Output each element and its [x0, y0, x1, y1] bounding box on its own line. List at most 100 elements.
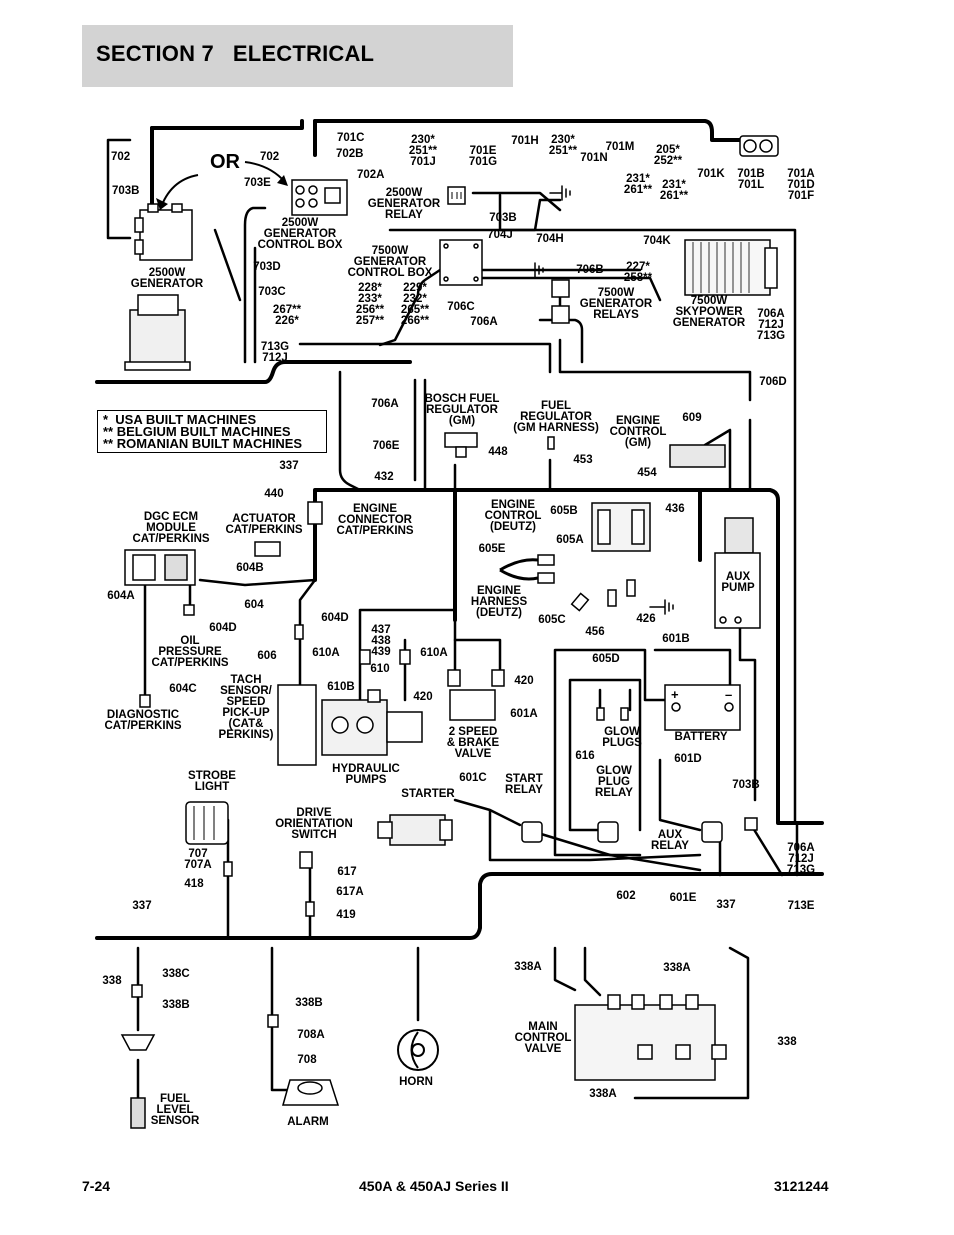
- wire-338b-2: 338B: [295, 997, 323, 1009]
- label-fuel-level-sensor: FUEL LEVEL SENSOR: [150, 1093, 200, 1127]
- wire-702a: 702A: [357, 169, 385, 181]
- or-arrowhead-left: [156, 198, 168, 210]
- legend-line-romania: ** ROMANIAN BUILT MACHINES: [103, 436, 303, 451]
- wire-704k: 704K: [643, 235, 671, 247]
- label-start-relay: START RELAY: [505, 773, 543, 796]
- wire-337-b: 337: [716, 899, 736, 911]
- wire-604a: 604A: [107, 590, 135, 602]
- wire-605d: 605D: [592, 653, 620, 665]
- wire-706d: 706D: [759, 376, 787, 388]
- relay-2500w: [447, 186, 466, 205]
- glow-plug-2: [620, 707, 629, 721]
- wire-610a-2: 610A: [420, 647, 448, 659]
- wire-706a-2: 706A: [371, 398, 399, 410]
- wire-702b: 702B: [336, 148, 364, 160]
- label-engine-control-deutz: ENGINE CONTROL (DEUTZ): [484, 499, 542, 533]
- wire-703c: 703C: [258, 286, 286, 298]
- wire-703d: 703D: [253, 261, 281, 273]
- label-main-control-valve: MAIN CONTROL VALVE: [514, 1021, 572, 1055]
- wire-604b: 604B: [236, 562, 264, 574]
- drive-orientation-switch: [299, 851, 313, 869]
- wire-706b: 706B: [576, 264, 604, 276]
- wire-706c: 706C: [447, 301, 475, 313]
- wire-601c: 601C: [459, 772, 487, 784]
- wire-337: 337: [279, 460, 299, 472]
- strobe-light: [185, 801, 233, 877]
- wire-704j: 704J: [487, 229, 513, 241]
- wire-706a-712j: 706A 712J 713G: [756, 308, 786, 342]
- label-engine-harness: ENGINE HARNESS (DEUTZ): [470, 585, 528, 619]
- wire-606: 606: [257, 650, 277, 662]
- wire-617: 617: [337, 866, 357, 878]
- footer-doc-number: 3121244: [774, 1178, 829, 1194]
- wire-231-b: 231* 261**: [659, 179, 689, 202]
- switch-connector: [305, 901, 315, 917]
- starter-motor: [377, 814, 453, 846]
- wire-701n: 701N: [580, 152, 608, 164]
- wire-701k: 701K: [697, 168, 725, 180]
- legend-line-usa: * USA BUILT MACHINES: [103, 412, 257, 427]
- section-header: SECTION 7 ELECTRICAL: [82, 25, 513, 87]
- wire-227: 227* 258**: [623, 261, 653, 284]
- label-aux-pump: AUX PUMP: [721, 571, 755, 594]
- wire-610: 610: [370, 663, 390, 675]
- label-horn: HORN: [399, 1076, 433, 1088]
- wire-701b: 701B 701L: [737, 168, 765, 191]
- wire-338a: 338A: [514, 961, 542, 973]
- wire-604c: 604C: [169, 683, 197, 695]
- wire-610a: 610A: [312, 647, 340, 659]
- wire-228: 228* 233* 256** 257**: [355, 282, 385, 327]
- wire-601d: 601D: [674, 753, 702, 765]
- wire-708a: 708A: [297, 1029, 325, 1041]
- plug-610a-left: [359, 649, 371, 665]
- ground-symbols: [524, 185, 674, 615]
- wire-338a-3: 338A: [589, 1088, 617, 1100]
- wire-605e: 605E: [478, 543, 506, 555]
- wire-701c: 701C: [337, 132, 365, 144]
- wire-605b: 605B: [550, 505, 578, 517]
- label-battery: BATTERY: [674, 731, 728, 743]
- wire-703b: 703B: [112, 185, 140, 197]
- wire-437-438-439: 437 438 439: [371, 624, 391, 658]
- wire-707: 707 707A: [184, 848, 212, 871]
- or-label: OR: [210, 151, 240, 173]
- wire-338: 338: [102, 975, 122, 987]
- label-starter: STARTER: [401, 788, 455, 800]
- wire-617a: 617A: [336, 886, 364, 898]
- alarm-connector: [267, 1014, 279, 1028]
- aux-pump: [714, 517, 761, 629]
- wire-703e: 703E: [244, 177, 271, 189]
- control-box-2500w: [291, 179, 348, 216]
- fuel-sensor-connector: [131, 984, 143, 998]
- wire-601a: 601A: [510, 708, 538, 720]
- wire-702: 702: [111, 151, 131, 163]
- battery: [664, 684, 741, 731]
- label-7500w-relays: 7500W GENERATOR RELAYS: [579, 287, 653, 321]
- wire-338c: 338C: [162, 968, 190, 980]
- wire-703b-2: 703B: [489, 212, 517, 224]
- legend-line-belgium: ** BELGIUM BUILT MACHINES: [103, 424, 291, 439]
- horn: [397, 1029, 439, 1071]
- label-glow-plugs: GLOW PLUGS: [602, 726, 642, 749]
- or-arrowhead-right: [277, 175, 288, 186]
- wire-418: 418: [184, 878, 204, 890]
- wire-706a: 706A: [470, 316, 498, 328]
- label-engine-connector: ENGINE CONNECTOR CAT/PERKINS: [336, 503, 414, 537]
- footer-model: 450A & 450AJ Series II: [359, 1178, 509, 1194]
- wire-601e: 601E: [669, 892, 697, 904]
- label-oil-pressure: OIL PRESSURE CAT/PERKINS: [151, 635, 229, 669]
- label-drive-orientation: DRIVE ORIENTATION SWITCH: [275, 807, 353, 841]
- wire-454: 454: [637, 467, 657, 479]
- two-speed-brake-valve: [447, 669, 505, 721]
- label-2500w-control-box: 2500W GENERATOR CONTROL BOX: [257, 217, 343, 251]
- label-7500w-control-box: 7500W GENERATOR CONTROL BOX: [347, 245, 433, 279]
- wire-601b: 601B: [662, 633, 690, 645]
- wire-229: 229* 232* 265** 266**: [400, 282, 430, 327]
- alarm: [282, 1079, 340, 1106]
- wire-338a-2: 338A: [663, 962, 691, 974]
- wire-230-b: 230* 251**: [548, 134, 578, 157]
- bosch-fuel-regulator: [444, 432, 478, 458]
- battery-minus-sign: –: [725, 687, 732, 702]
